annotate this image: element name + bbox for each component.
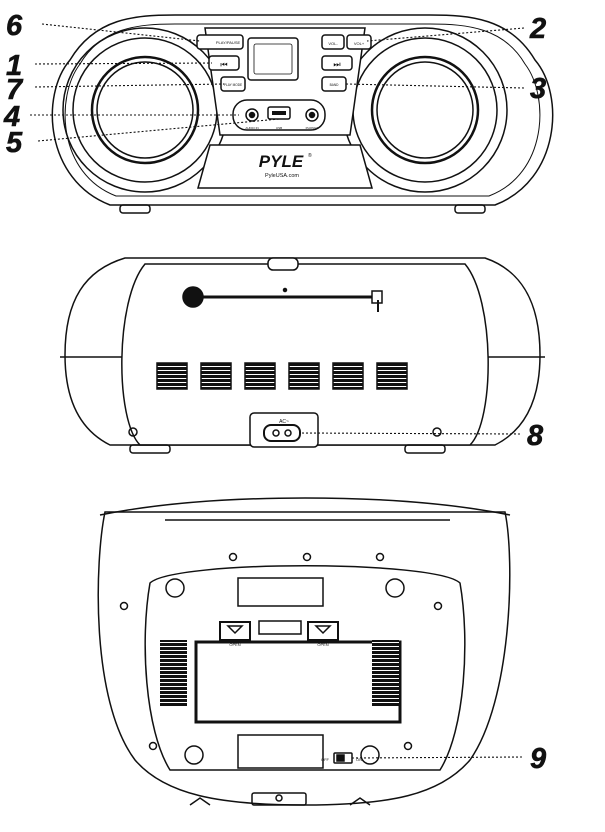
bottom-foot-3: [184, 745, 204, 765]
play-pause-label: PLAY/PAUSE: [216, 40, 241, 45]
ac-in-label: AC~: [279, 419, 289, 425]
next-icon: ⏭: [333, 60, 340, 69]
callout-numbers: 6 2 1 7 3 4 5 8 9: [3, 10, 547, 776]
callout-2: 2: [529, 13, 546, 45]
rear-vents: [156, 362, 408, 390]
front-foot-right: [454, 204, 486, 214]
battery-compartment-cover[interactable]: [194, 640, 402, 724]
callout-7: 7: [6, 74, 24, 106]
rear-handle-notch: [267, 257, 299, 271]
rear-foot-1: [129, 444, 171, 454]
front-foot-left: [119, 204, 151, 214]
vol-up-label: VOL+: [354, 41, 365, 46]
bottom-foot-2: [385, 578, 405, 598]
logo-plate: [197, 144, 373, 189]
bottom-view: [97, 497, 511, 806]
callout-4: 4: [3, 101, 20, 133]
phones-jack[interactable]: [305, 108, 319, 122]
brand-logo: PYLE: [259, 152, 304, 171]
callout-3: 3: [530, 73, 546, 105]
front-body-outline: [51, 14, 554, 206]
bottom-label-plate-bottom: [237, 734, 324, 769]
power-switch[interactable]: [333, 752, 353, 764]
switch-off-label: OFF: [321, 757, 330, 762]
audio-in-jack[interactable]: [245, 108, 259, 122]
rear-view: [60, 257, 545, 454]
switch-on-label: ON: [356, 757, 362, 762]
band-button[interactable]: [321, 76, 347, 92]
bottom-label-plate-top: [237, 577, 324, 607]
bottom-vent-left: [160, 640, 187, 706]
prev-icon: ⏮: [220, 60, 227, 69]
batt-cover-label-right: OPEN: [317, 642, 328, 647]
next-button[interactable]: [321, 55, 353, 71]
brand-url: PyleUSA.com: [265, 173, 299, 179]
front-view: [51, 14, 554, 214]
callout-8: 8: [527, 420, 544, 452]
vol-down-label: VOL-: [328, 41, 338, 46]
lcd-display: [247, 37, 299, 81]
leader-lines: [30, 23, 525, 759]
front-body-inner: [64, 23, 541, 197]
bottom-vent-right: [372, 640, 399, 706]
bottom-text: OPEN OPEN OFF ON: [229, 642, 362, 762]
right-speaker: [342, 27, 508, 193]
vol-up-button[interactable]: [346, 34, 372, 50]
batt-cover-label-left: OPEN: [229, 642, 240, 647]
audio-in-label: AUDIO IN: [245, 126, 258, 130]
rear-body-outline: [64, 257, 541, 446]
brand-trademark: ®: [308, 152, 312, 159]
usb-label: USB: [276, 126, 282, 130]
play-mode-button[interactable]: [220, 76, 246, 92]
usb-port[interactable]: [267, 106, 291, 120]
rear-foot-2: [404, 444, 446, 454]
prev-button[interactable]: [208, 55, 240, 71]
play-mode-label: PLAY MODE: [224, 83, 242, 87]
callout-1: 1: [6, 50, 22, 82]
vol-down-button[interactable]: [321, 34, 345, 50]
bottom-connector: [251, 792, 307, 806]
bottom-foot-1: [165, 578, 185, 598]
play-pause-button[interactable]: [196, 34, 244, 50]
phones-label: PHONES: [306, 126, 319, 130]
rear-panel: [121, 263, 489, 446]
band-label: BAND: [330, 83, 340, 87]
callout-5: 5: [6, 127, 23, 159]
front-text: PLAY/PAUSE ⏮ PLAY MODE VOL- VOL+ ⏭ BAND …: [216, 40, 365, 179]
bottom-foot-4: [360, 745, 380, 765]
callout-6: 6: [6, 10, 23, 42]
bottom-inner-tray: [144, 565, 466, 771]
telescopic-antenna[interactable]: [182, 286, 383, 312]
callout-9: 9: [530, 743, 546, 775]
